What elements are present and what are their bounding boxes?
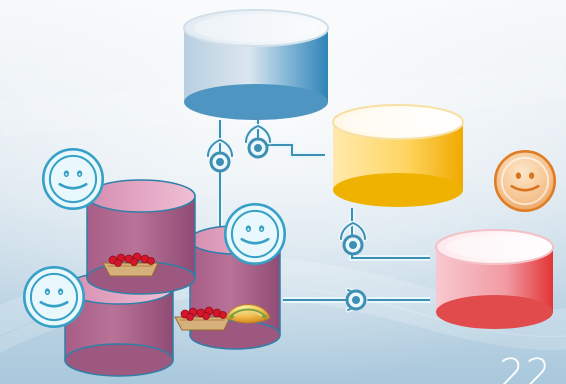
database-cylinder-icon [435,229,554,329]
smiley-face-icon [493,149,557,213]
valve-connector-icon [345,287,368,313]
database-cylinder-icon [183,9,329,120]
strawberry-basket-icon [174,306,231,331]
database-cylinder-icon [86,179,196,295]
smiley-face-icon [41,147,105,211]
database-cylinder-icon [332,104,464,207]
melon-slice-icon [225,304,271,324]
smiley-face-icon [223,202,287,266]
strawberry-basket-icon [102,252,159,277]
smiley-face-icon [22,265,86,329]
page-number: 22 [499,351,552,384]
